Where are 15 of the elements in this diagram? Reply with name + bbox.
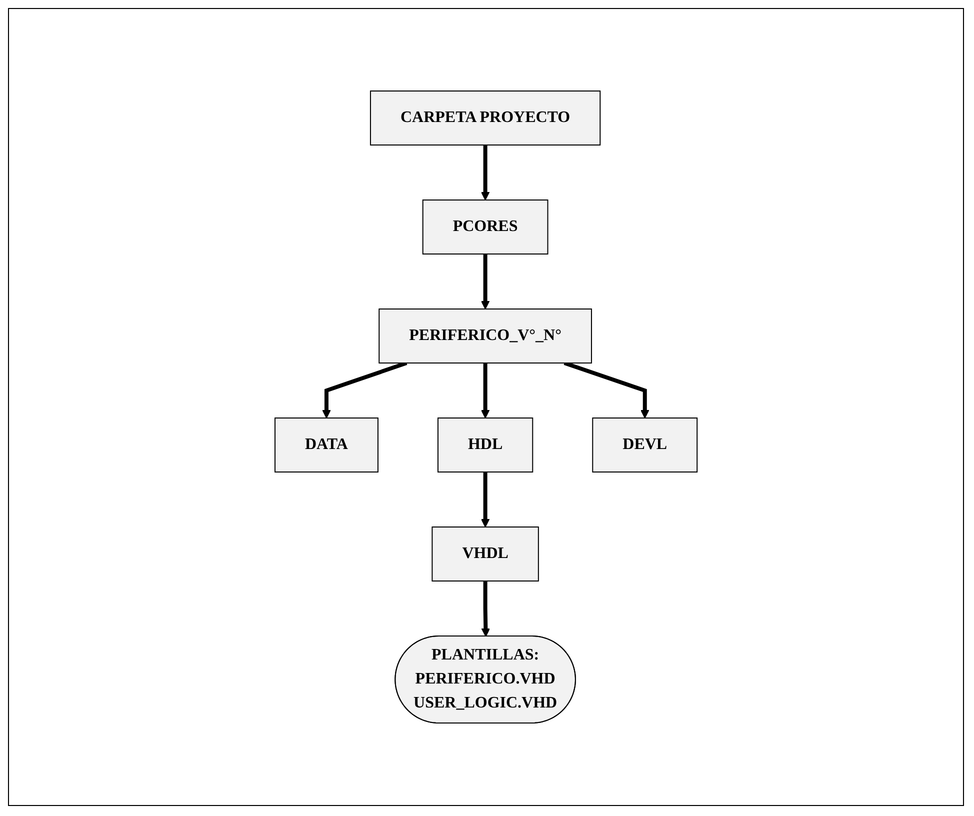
node-box [422,200,548,254]
arrow [564,361,650,418]
arrow [480,254,490,310]
node-box [432,526,539,582]
node-box [592,418,698,472]
node-box [274,418,378,472]
arrow [481,581,490,637]
node-box [437,418,534,472]
node-box [378,308,592,364]
arrow [480,145,490,200]
node-box [370,90,601,146]
frame-border: CARPETA PROYECTO PCORES PERIFERICO_V°_N° DATA HDL DEVL VHDL PLANTILLAS: PERIFERICO.VHD USER_LOGIC.VHD [8,8,964,806]
arrow [480,472,490,528]
arrow [322,361,408,418]
arrow [480,363,490,418]
